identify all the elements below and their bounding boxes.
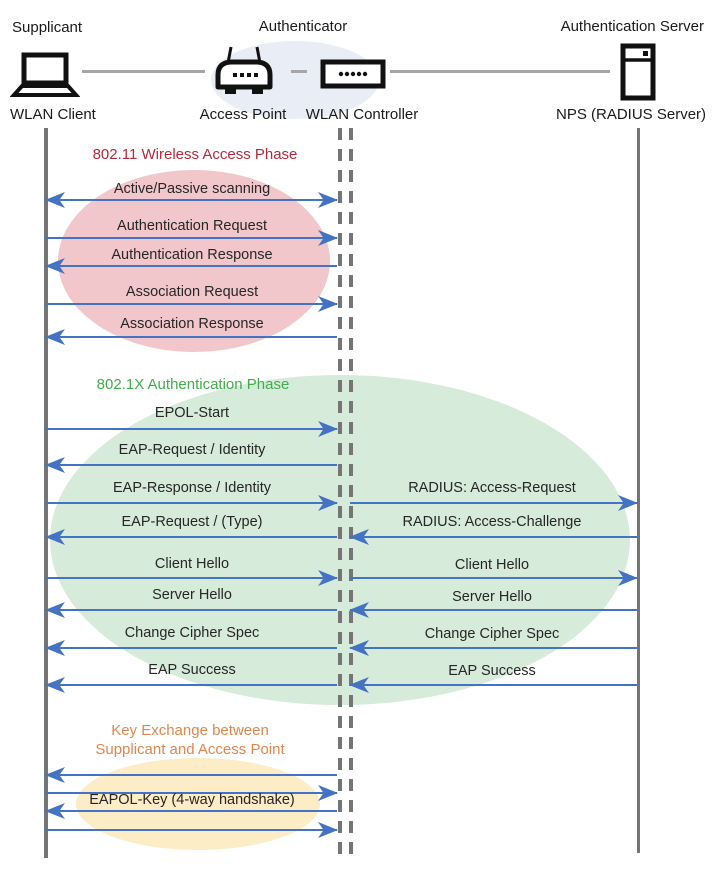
device-label-access-point: Access Point: [199, 106, 287, 123]
phase3-ellipse: [76, 758, 320, 850]
message-label: Client Hello: [154, 556, 230, 572]
message-label: RADIUS: Access-Request: [408, 480, 576, 496]
connector-line: [82, 70, 205, 73]
lifeline-wlan-client: [44, 128, 48, 858]
message-label: EPOL-Start: [154, 405, 230, 421]
message-label: Client Hello: [454, 557, 530, 573]
message-label: Server Hello: [452, 589, 532, 605]
device-label-wlan-client: WLAN Client: [10, 106, 96, 123]
message-label: Authentication Request: [117, 218, 267, 234]
message-label: Association Response: [120, 316, 264, 332]
message-label: Change Cipher Spec: [124, 625, 260, 641]
phase3-title: Key Exchange between Supplicant and Acce…: [55, 721, 325, 759]
message-label: EAP-Request / (Type): [121, 514, 263, 530]
message-label: EAP Success: [448, 663, 536, 679]
wlan-controller-icon: [320, 59, 386, 89]
phase1-title: 802.11 Wireless Access Phase: [92, 146, 298, 163]
message-label: Change Cipher Spec: [424, 626, 560, 642]
message-label: Authentication Response: [111, 247, 273, 263]
message-label: Active/Passive scanning: [113, 181, 271, 197]
message-label: EAPOL-Key (4-way handshake): [89, 792, 295, 808]
access-point-icon: [215, 46, 273, 94]
phase3-title-line2: Supplicant and Access Point: [95, 741, 285, 758]
connector-line: [291, 70, 307, 73]
message-label: Server Hello: [152, 587, 232, 603]
device-label-nps-radius-server: NPS (RADIUS Server): [556, 106, 707, 123]
message-label: EAP-Response / Identity: [113, 480, 271, 496]
message-label: Association Request: [125, 284, 259, 300]
server-icon: [620, 43, 656, 101]
role-title-authenticator: Authenticator: [258, 18, 348, 35]
lifeline-radius-server: [637, 128, 640, 853]
phase3-title-line1: Key Exchange between: [111, 722, 269, 739]
connector-line: [390, 70, 610, 73]
role-title-authentication-server: Authentication Server: [560, 18, 704, 35]
message-label: RADIUS: Access-Challenge: [402, 514, 582, 530]
lifeline-wlan-controller-dashed: [349, 128, 353, 856]
phase2-title: 802.1X Authentication Phase: [96, 376, 290, 393]
message-label: EAP Success: [148, 662, 236, 678]
message-label: EAP-Request / Identity: [118, 442, 266, 458]
lifeline-access-point-dashed: [338, 128, 342, 856]
device-label-wlan-controller: WLAN Controller: [305, 106, 419, 123]
laptop-icon: [10, 52, 80, 97]
role-title-supplicant: Supplicant: [12, 19, 83, 36]
